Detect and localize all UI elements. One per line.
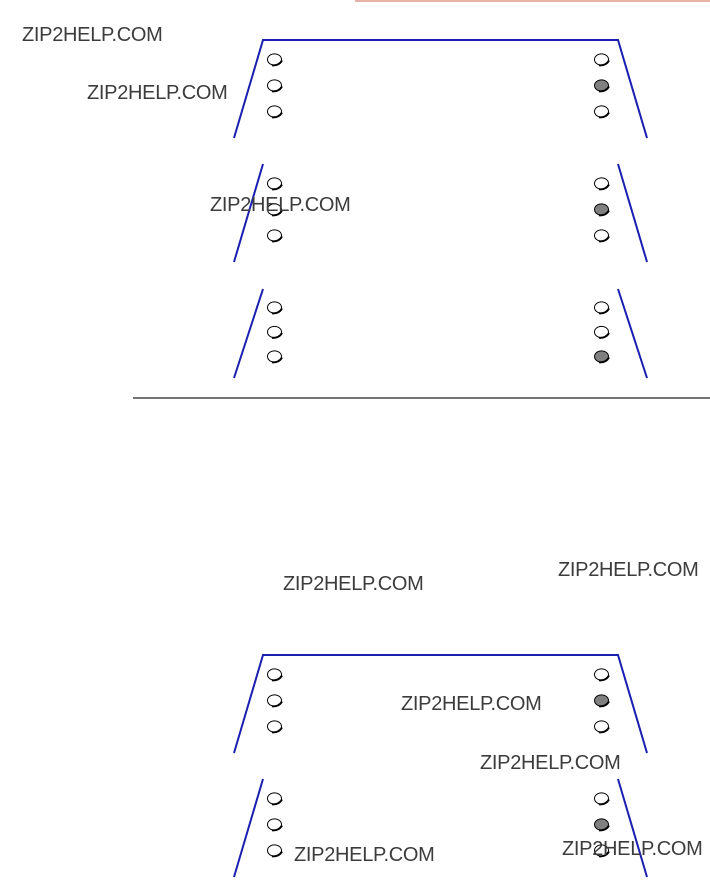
right-rail xyxy=(617,163,648,263)
dot-shadow xyxy=(271,824,283,832)
indicator-dot-off xyxy=(267,720,283,734)
indicator-dot-off xyxy=(267,694,283,708)
indicator-dot-off xyxy=(267,818,283,832)
dot-shadow xyxy=(598,111,610,119)
dot-shadow xyxy=(598,59,610,67)
indicator-dot-off xyxy=(594,53,610,67)
indicator-dot-on xyxy=(594,350,610,364)
indicator-dot-off xyxy=(267,79,283,93)
indicator-dot-off xyxy=(594,229,610,243)
dot-shadow xyxy=(598,850,610,858)
dot-shadow xyxy=(271,332,283,339)
panel-row xyxy=(233,163,648,263)
diagram-bottom xyxy=(233,654,648,878)
watermark-1: ZIP2HELP.COM xyxy=(22,24,163,46)
panel-outline-top xyxy=(233,39,648,139)
dot-shadow xyxy=(598,824,610,832)
indicator-dot-off xyxy=(594,844,610,858)
indicator-dot-on xyxy=(594,694,610,708)
indicator-dot-off xyxy=(594,720,610,734)
dot-shadow xyxy=(271,111,283,119)
indicator-dot-off xyxy=(267,53,283,67)
dot-shadow xyxy=(598,674,610,682)
dot-shadow xyxy=(271,235,283,243)
dot-shadow xyxy=(598,798,610,806)
left-rail xyxy=(233,163,264,263)
watermark-2: ZIP2HELP.COM xyxy=(87,82,228,104)
indicator-dot-off xyxy=(267,177,283,191)
indicator-dot-off xyxy=(594,105,610,119)
indicator-dot-off xyxy=(267,229,283,243)
dot-shadow xyxy=(598,235,610,243)
indicator-dot-off xyxy=(594,177,610,191)
panel-row xyxy=(233,288,648,379)
dot-shadow xyxy=(598,332,610,339)
dot-shadow xyxy=(271,85,283,93)
watermark-6: ZIP2HELP.COM xyxy=(401,693,542,715)
indicator-dot-off xyxy=(267,844,283,858)
dot-shadow xyxy=(271,726,283,734)
indicator-dot-off xyxy=(267,350,283,364)
dot-shadow xyxy=(271,674,283,682)
indicator-dot-off xyxy=(267,325,283,339)
indicator-dot-off xyxy=(267,792,283,806)
indicator-dot-on xyxy=(594,818,610,832)
dot-shadow xyxy=(598,726,610,734)
dot-shadow xyxy=(271,307,283,315)
indicator-dot-off xyxy=(594,301,610,315)
indicator-dot-on xyxy=(594,79,610,93)
dot-shadow xyxy=(271,356,283,364)
indicator-dot-off xyxy=(594,668,610,682)
dot-shadow xyxy=(598,209,610,217)
dot-shadow xyxy=(271,183,283,191)
indicator-dot-off xyxy=(594,325,610,339)
dot-shadow xyxy=(598,183,610,191)
left-rail xyxy=(233,288,264,379)
left-rail xyxy=(233,778,264,878)
diagram-top xyxy=(233,39,648,379)
panel-row xyxy=(233,654,648,754)
right-rail xyxy=(617,288,648,379)
panel-row xyxy=(233,778,648,878)
watermark-5: ZIP2HELP.COM xyxy=(558,559,699,581)
indicator-dot-off xyxy=(267,301,283,315)
dot-shadow xyxy=(598,356,610,364)
indicator-dot-off xyxy=(267,203,283,217)
indicator-dot-off xyxy=(267,668,283,682)
dot-shadow xyxy=(598,700,610,708)
watermark-9: ZIP2HELP.COM xyxy=(562,838,703,860)
dot-shadow xyxy=(271,209,283,217)
watermark-8: ZIP2HELP.COM xyxy=(294,844,435,866)
indicator-dot-on xyxy=(594,203,610,217)
panel-row xyxy=(233,39,648,139)
indicator-dot-off xyxy=(594,792,610,806)
dot-shadow xyxy=(271,850,283,858)
watermark-4: ZIP2HELP.COM xyxy=(283,573,424,595)
dot-shadow xyxy=(598,85,610,93)
dot-shadow xyxy=(271,700,283,708)
dot-shadow xyxy=(271,59,283,67)
dot-shadow xyxy=(271,798,283,806)
watermark-3: ZIP2HELP.COM xyxy=(210,194,351,216)
watermark-7: ZIP2HELP.COM xyxy=(480,752,621,774)
indicator-dot-off xyxy=(267,105,283,119)
panel-outline-top xyxy=(233,654,648,754)
right-rail xyxy=(617,778,648,878)
dot-shadow xyxy=(598,307,610,315)
